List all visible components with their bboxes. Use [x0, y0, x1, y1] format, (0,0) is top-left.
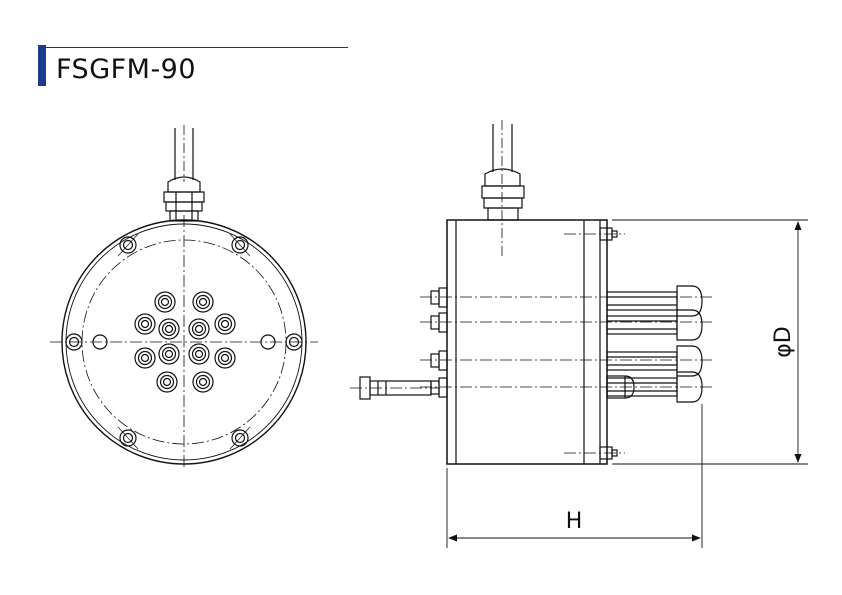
front-terminals	[134, 291, 236, 393]
diameter-label: φD	[771, 326, 796, 357]
side-view	[350, 120, 712, 465]
side-cable-gland	[481, 168, 525, 221]
side-inlet-tube	[350, 376, 440, 400]
front-flange-bolts	[65, 233, 303, 450]
title-block: FSGFM-90	[38, 45, 348, 90]
front-view	[50, 125, 318, 470]
side-back-terminals	[430, 287, 448, 398]
side-heater-rods	[606, 285, 703, 403]
side-cable	[492, 120, 513, 256]
front-mount-holes	[92, 334, 276, 350]
side-center-lines	[420, 296, 712, 388]
dimension-diameter	[612, 219, 808, 465]
title-accent-bar	[38, 45, 46, 86]
height-label: H	[566, 509, 583, 534]
title-rule	[46, 47, 348, 48]
front-cable	[174, 125, 194, 182]
side-body	[446, 219, 608, 465]
front-cable-gland	[163, 176, 205, 222]
model-title: FSGFM-90	[56, 54, 197, 85]
dimension-height	[446, 404, 703, 548]
side-flange-studs	[564, 227, 625, 460]
